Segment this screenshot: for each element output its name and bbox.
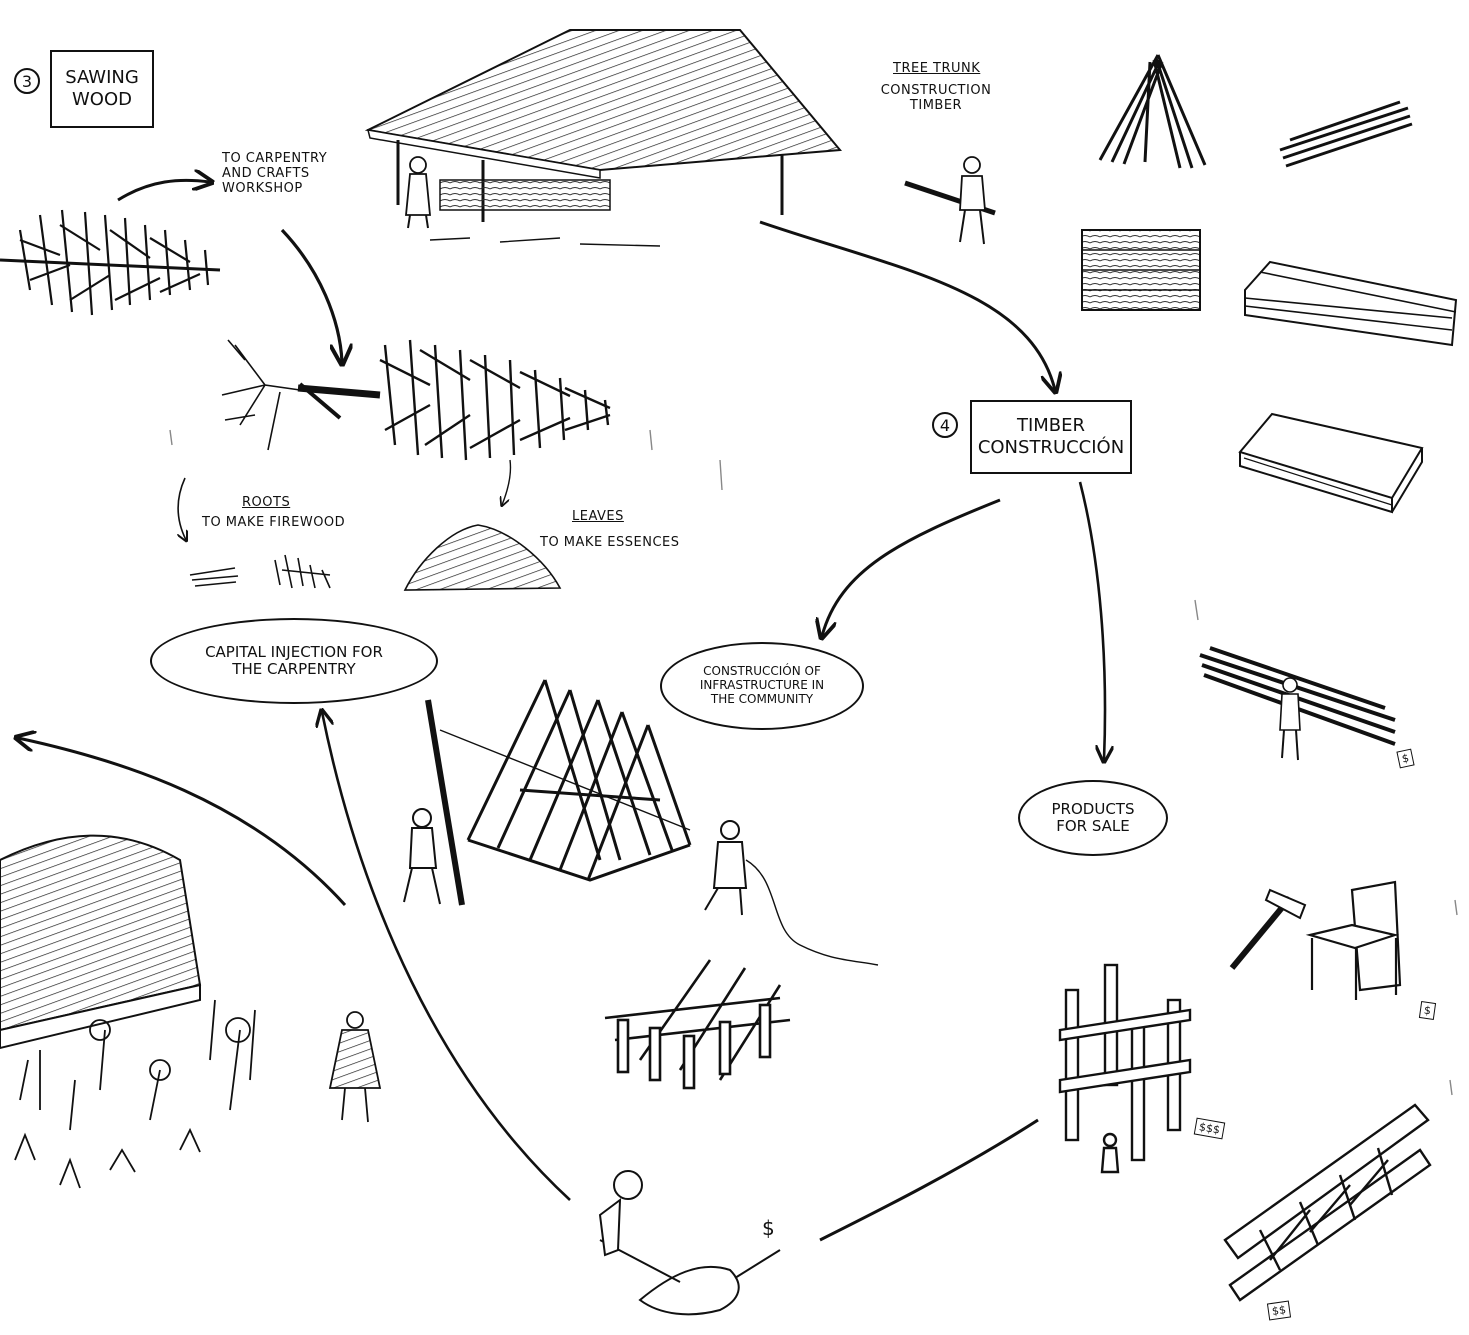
tree-with-roots-illustration <box>221 339 611 461</box>
step-4-label: TIMBER CONSTRUCCIÓN <box>977 415 1125 458</box>
tree-trunk-title: TREE TRUNK <box>893 61 981 76</box>
worker-carrying-timber-illustration <box>904 156 996 245</box>
roof-truss-illustration <box>1223 1103 1432 1302</box>
workers-raising-frame-illustration <box>403 808 879 966</box>
svg-text:$: $ <box>762 1216 775 1240</box>
step-3-label: SAWING WOOD <box>65 67 139 110</box>
leaves-title: LEAVES <box>572 509 624 524</box>
step-4-timber-construction-box: TIMBER CONSTRUCCIÓN <box>970 400 1132 474</box>
arrow-to-left-offscreen <box>18 738 347 907</box>
infrastructure-label: CONSTRUCCIÓN OF INFRASTRUCTURE IN THE CO… <box>699 664 825 706</box>
greenhouse-illustration <box>0 834 202 1050</box>
arrow-shed-to-timber <box>759 220 1055 390</box>
sawmill-shed-illustration <box>364 29 842 247</box>
infrastructure-oval: CONSTRUCCIÓN OF INFRASTRUCTURE IN THE CO… <box>660 642 864 730</box>
timber-stack-square-illustration <box>1081 229 1201 311</box>
hammer-illustration <box>1229 888 1307 970</box>
floor-frame-illustration <box>604 959 791 1090</box>
timber-boards-illustration <box>1238 412 1424 514</box>
price-tag-chair: $ <box>1418 1001 1437 1020</box>
felled-tree-left-illustration <box>0 209 221 316</box>
roots-subtitle: TO MAKE FIREWOOD <box>202 515 346 530</box>
arrow-timber-to-infrastructure <box>822 498 1001 636</box>
garden-plants-illustration <box>14 999 256 1189</box>
step-4-number-badge: 4 <box>932 412 958 438</box>
capital-injection-oval: CAPITAL INJECTION FOR THE CARPENTRY <box>150 618 438 704</box>
timber-logs-bundle-illustration <box>1279 100 1413 168</box>
timber-bundle-for-sale-illustration <box>1199 646 1396 761</box>
products-for-sale-oval: PRODUCTS FOR SALE <box>1018 780 1168 856</box>
grass-strokes-decoration <box>169 429 1458 1096</box>
leaves-subtitle: TO MAKE ESSENCES <box>540 535 680 550</box>
leaves-pile-illustration <box>403 524 562 591</box>
arrow-tree-to-workshop <box>117 180 210 202</box>
price-tag-truss: $$ <box>1266 1300 1292 1321</box>
timber-teepee-illustration <box>1098 54 1207 169</box>
a-frame-construction-illustration <box>425 679 692 906</box>
step-3-number-badge: 3 <box>14 68 40 94</box>
arrow-handshake-to-capital <box>322 712 571 1201</box>
capital-injection-label: CAPITAL INJECTION FOR THE CARPENTRY <box>205 642 383 678</box>
handshake-illustration: $ <box>598 1170 781 1316</box>
arrow-workshop-to-tree <box>280 228 342 362</box>
to-workshop-label: TO CARPENTRY AND CRAFTS WORKSHOP <box>222 151 328 196</box>
chair-illustration <box>1305 880 1402 1000</box>
roots-arrow <box>178 477 186 540</box>
roots-title: ROOTS <box>242 495 291 510</box>
products-for-sale-label: PRODUCTS FOR SALE <box>1051 799 1135 835</box>
watchtower-illustration <box>1058 963 1192 1174</box>
step-3-sawing-wood-box: SAWING WOOD <box>50 50 154 128</box>
price-tag-bundle: $ <box>1396 748 1415 769</box>
leaves-arrow <box>502 459 512 505</box>
line-tower-to-handshake <box>819 1118 1039 1242</box>
arrow-timber-to-products <box>1078 481 1105 760</box>
timber-stack-long-illustration <box>1244 260 1458 347</box>
tree-trunk-subtitle: CONSTRUCTION TIMBER <box>880 83 992 113</box>
firewood-pile-illustration <box>189 554 331 589</box>
woman-walking-illustration <box>328 1011 382 1123</box>
